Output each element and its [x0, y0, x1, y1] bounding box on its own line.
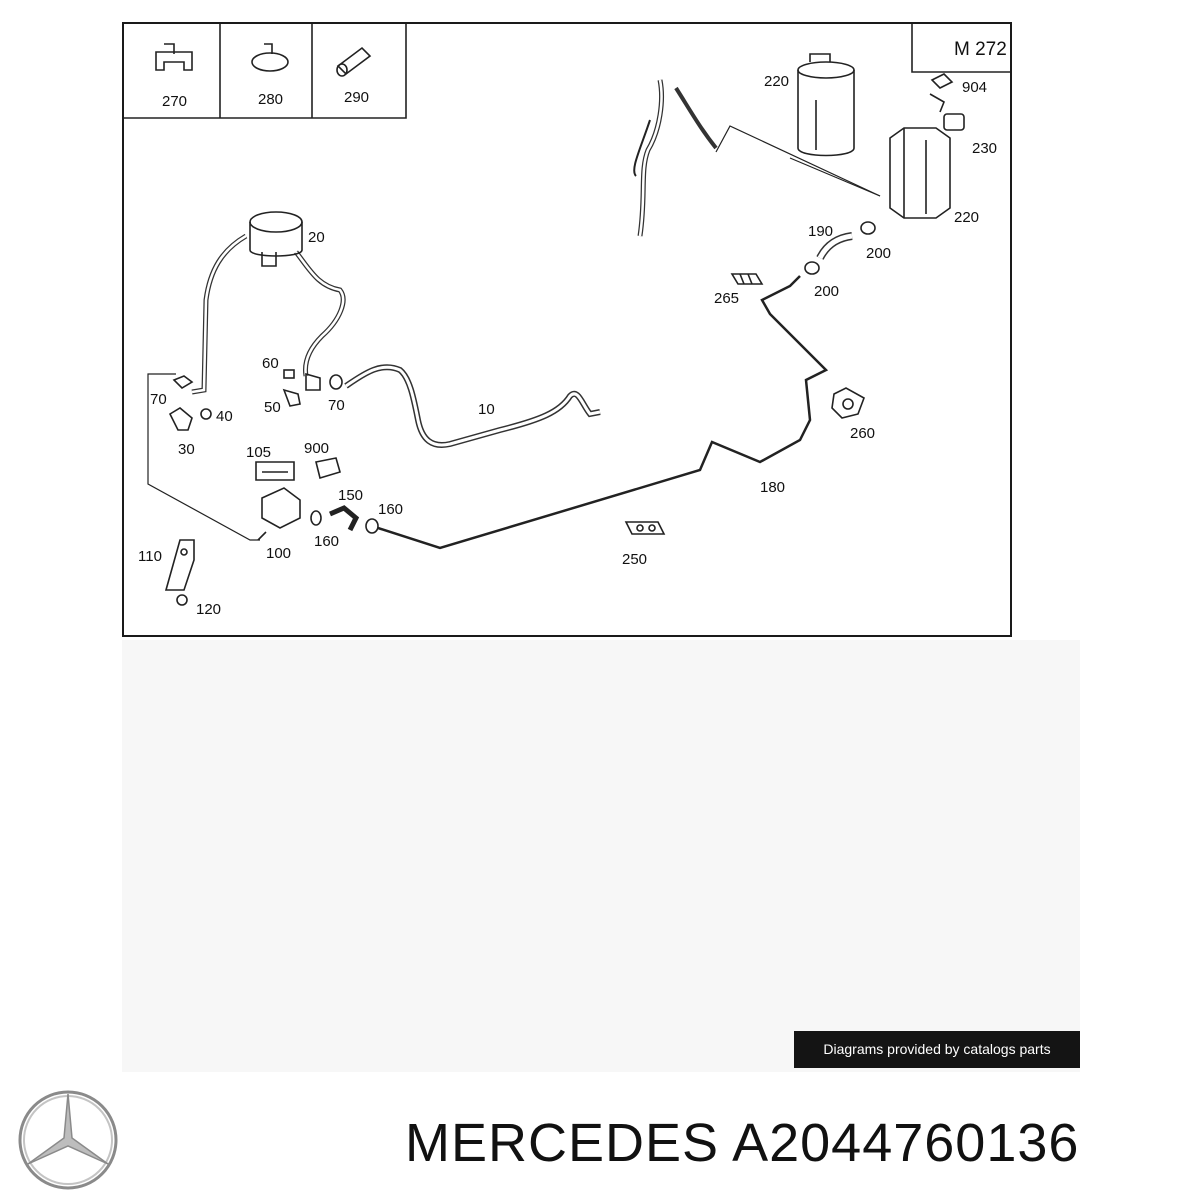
callout-280: 280	[258, 91, 283, 108]
diagram-frame	[122, 22, 1012, 637]
fitting-30-icon	[168, 407, 193, 431]
callout-900: 900	[304, 440, 329, 457]
brand-title: MERCEDES A2044760136	[405, 1108, 1195, 1178]
callout-904: 904	[962, 79, 987, 96]
callout-30: 30	[178, 441, 195, 458]
callout-270: 270	[162, 93, 187, 110]
callout-160a: 160	[314, 533, 339, 550]
model-label-box	[911, 24, 1010, 73]
callout-50: 50	[264, 399, 281, 416]
canister-220a-icon	[797, 53, 855, 157]
valve-20-icon	[249, 211, 303, 267]
callout-200a: 200	[866, 245, 891, 262]
callout-160b: 160	[378, 501, 403, 518]
clamp-105-icon	[255, 461, 295, 481]
fitting-70b-icon	[305, 372, 343, 391]
clip-250-icon	[624, 521, 666, 535]
callout-40: 40	[216, 408, 233, 425]
callout-100: 100	[266, 545, 291, 562]
clip-40-icon	[200, 408, 212, 420]
callout-20: 20	[308, 229, 325, 246]
background-panel	[122, 640, 1080, 1072]
callout-70a: 70	[150, 391, 167, 408]
callout-250: 250	[622, 551, 647, 568]
line-180	[377, 275, 829, 550]
valve-100-icon	[257, 487, 301, 541]
hose-150-icon	[329, 505, 360, 532]
clip-270-icon	[155, 43, 193, 71]
callout-110: 110	[138, 548, 162, 565]
callout-150: 150	[338, 487, 363, 504]
fitting-70a-icon	[172, 375, 194, 390]
callout-260: 260	[850, 425, 875, 442]
clamp-200b-icon	[804, 261, 820, 275]
valve-230-icon	[929, 73, 965, 131]
hose-290-icon	[336, 46, 372, 77]
callout-120: 120	[196, 601, 221, 618]
part-number: A2044760136	[732, 1113, 1080, 1173]
callout-220b: 220	[954, 209, 979, 226]
clamp-160a-icon	[310, 510, 322, 526]
fitting-50-icon	[282, 388, 301, 407]
callout-180: 180	[760, 479, 785, 496]
callout-105: 105	[246, 444, 271, 461]
nut-120-icon	[176, 594, 188, 606]
mercedes-star-icon	[18, 1090, 118, 1190]
inset-border	[124, 24, 407, 119]
callout-290: 290	[344, 89, 369, 106]
clip-260-icon	[831, 387, 865, 419]
callout-220a: 220	[764, 73, 789, 90]
callout-200b: 200	[814, 283, 839, 300]
bracket-110-icon	[164, 539, 195, 591]
callout-230: 230	[972, 140, 997, 157]
fitting-60-icon	[283, 369, 295, 379]
brand-name: MERCEDES	[405, 1113, 720, 1173]
connector-265-icon	[730, 273, 764, 285]
model-label: M 272	[954, 39, 1007, 60]
callout-70b: 70	[328, 397, 345, 414]
clamp-200a-icon	[860, 221, 876, 235]
cap-900-icon	[315, 457, 341, 480]
canister-220b-icon	[889, 127, 951, 219]
clamp-160b-icon	[365, 518, 379, 534]
clamp-280-icon	[251, 43, 289, 72]
callouts: M 272 270 280 290 20 60 70 40 50 70 30 1…	[138, 39, 1007, 618]
diagram-credit: Diagrams provided by catalogs parts	[794, 1031, 1080, 1068]
callout-60: 60	[262, 355, 279, 372]
callout-10: 10	[478, 401, 495, 418]
callout-190: 190	[808, 223, 833, 240]
callout-265: 265	[714, 290, 739, 307]
